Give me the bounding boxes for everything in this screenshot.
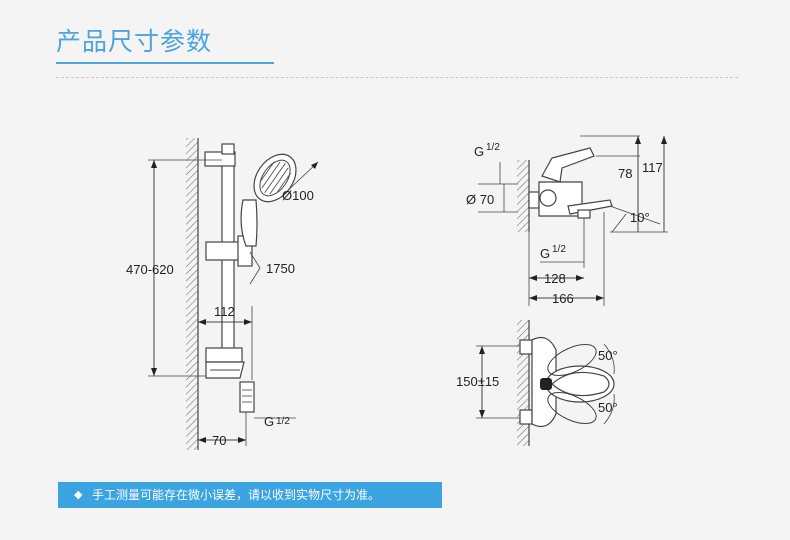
measurement-note-bar: ◆ 手工测量可能存在微小误差，请以收到实物尺寸为准。 <box>58 482 442 508</box>
dim-inlet-spacing: 150±15 <box>456 374 499 389</box>
dim-mixer-height-78: 78 <box>618 166 632 181</box>
dim-bar-offset: 112 <box>214 304 235 319</box>
bath-mixer-front-view: 50° 50° 150±15 <box>456 320 618 446</box>
wall-right-bottom <box>517 320 529 446</box>
dim-height-range: 470-620 <box>126 262 174 277</box>
dim-mixer-top-thread: G <box>474 144 484 159</box>
hand-shower <box>240 153 297 247</box>
dim-spout-thread: G <box>540 246 550 261</box>
wall-left <box>186 138 198 450</box>
dim-rotation-bottom: 50° <box>598 400 618 415</box>
wall-right-top <box>517 160 529 232</box>
shower-set-drawing: 470-620 Ø100 1750 112 G 1/2 70 <box>126 138 319 450</box>
dim-head-diameter: Ø100 <box>282 188 314 203</box>
section-divider <box>56 77 738 78</box>
dim-hose-length: 1750 <box>266 261 295 276</box>
page-title: 产品尺寸参数 <box>56 27 213 56</box>
dim-spout-angle: 10° <box>630 210 650 225</box>
measurement-note-text: 手工测量可能存在微小误差，请以收到实物尺寸为准。 <box>92 488 381 502</box>
dim-spout-depth-166: 166 <box>552 291 574 306</box>
title-underline <box>56 62 274 64</box>
dim-bottom-connection-frac: 1/2 <box>276 416 290 427</box>
dim-mixer-diameter: Ø 70 <box>466 192 494 207</box>
bath-mixer-side-view: G 1/2 Ø 70 78 117 10° G 1/2 <box>466 135 668 306</box>
dim-bottom-connection: G <box>264 414 274 429</box>
dim-mixer-top-thread-frac: 1/2 <box>486 142 500 153</box>
dim-spout-depth-128: 128 <box>544 271 566 286</box>
dim-spout-thread-frac: 1/2 <box>552 244 566 255</box>
diamond-bullet-icon: ◆ <box>74 488 83 501</box>
dim-rotation-top: 50° <box>598 348 618 363</box>
dim-wall-distance: 70 <box>212 433 226 448</box>
dim-mixer-height-117: 117 <box>642 160 663 175</box>
